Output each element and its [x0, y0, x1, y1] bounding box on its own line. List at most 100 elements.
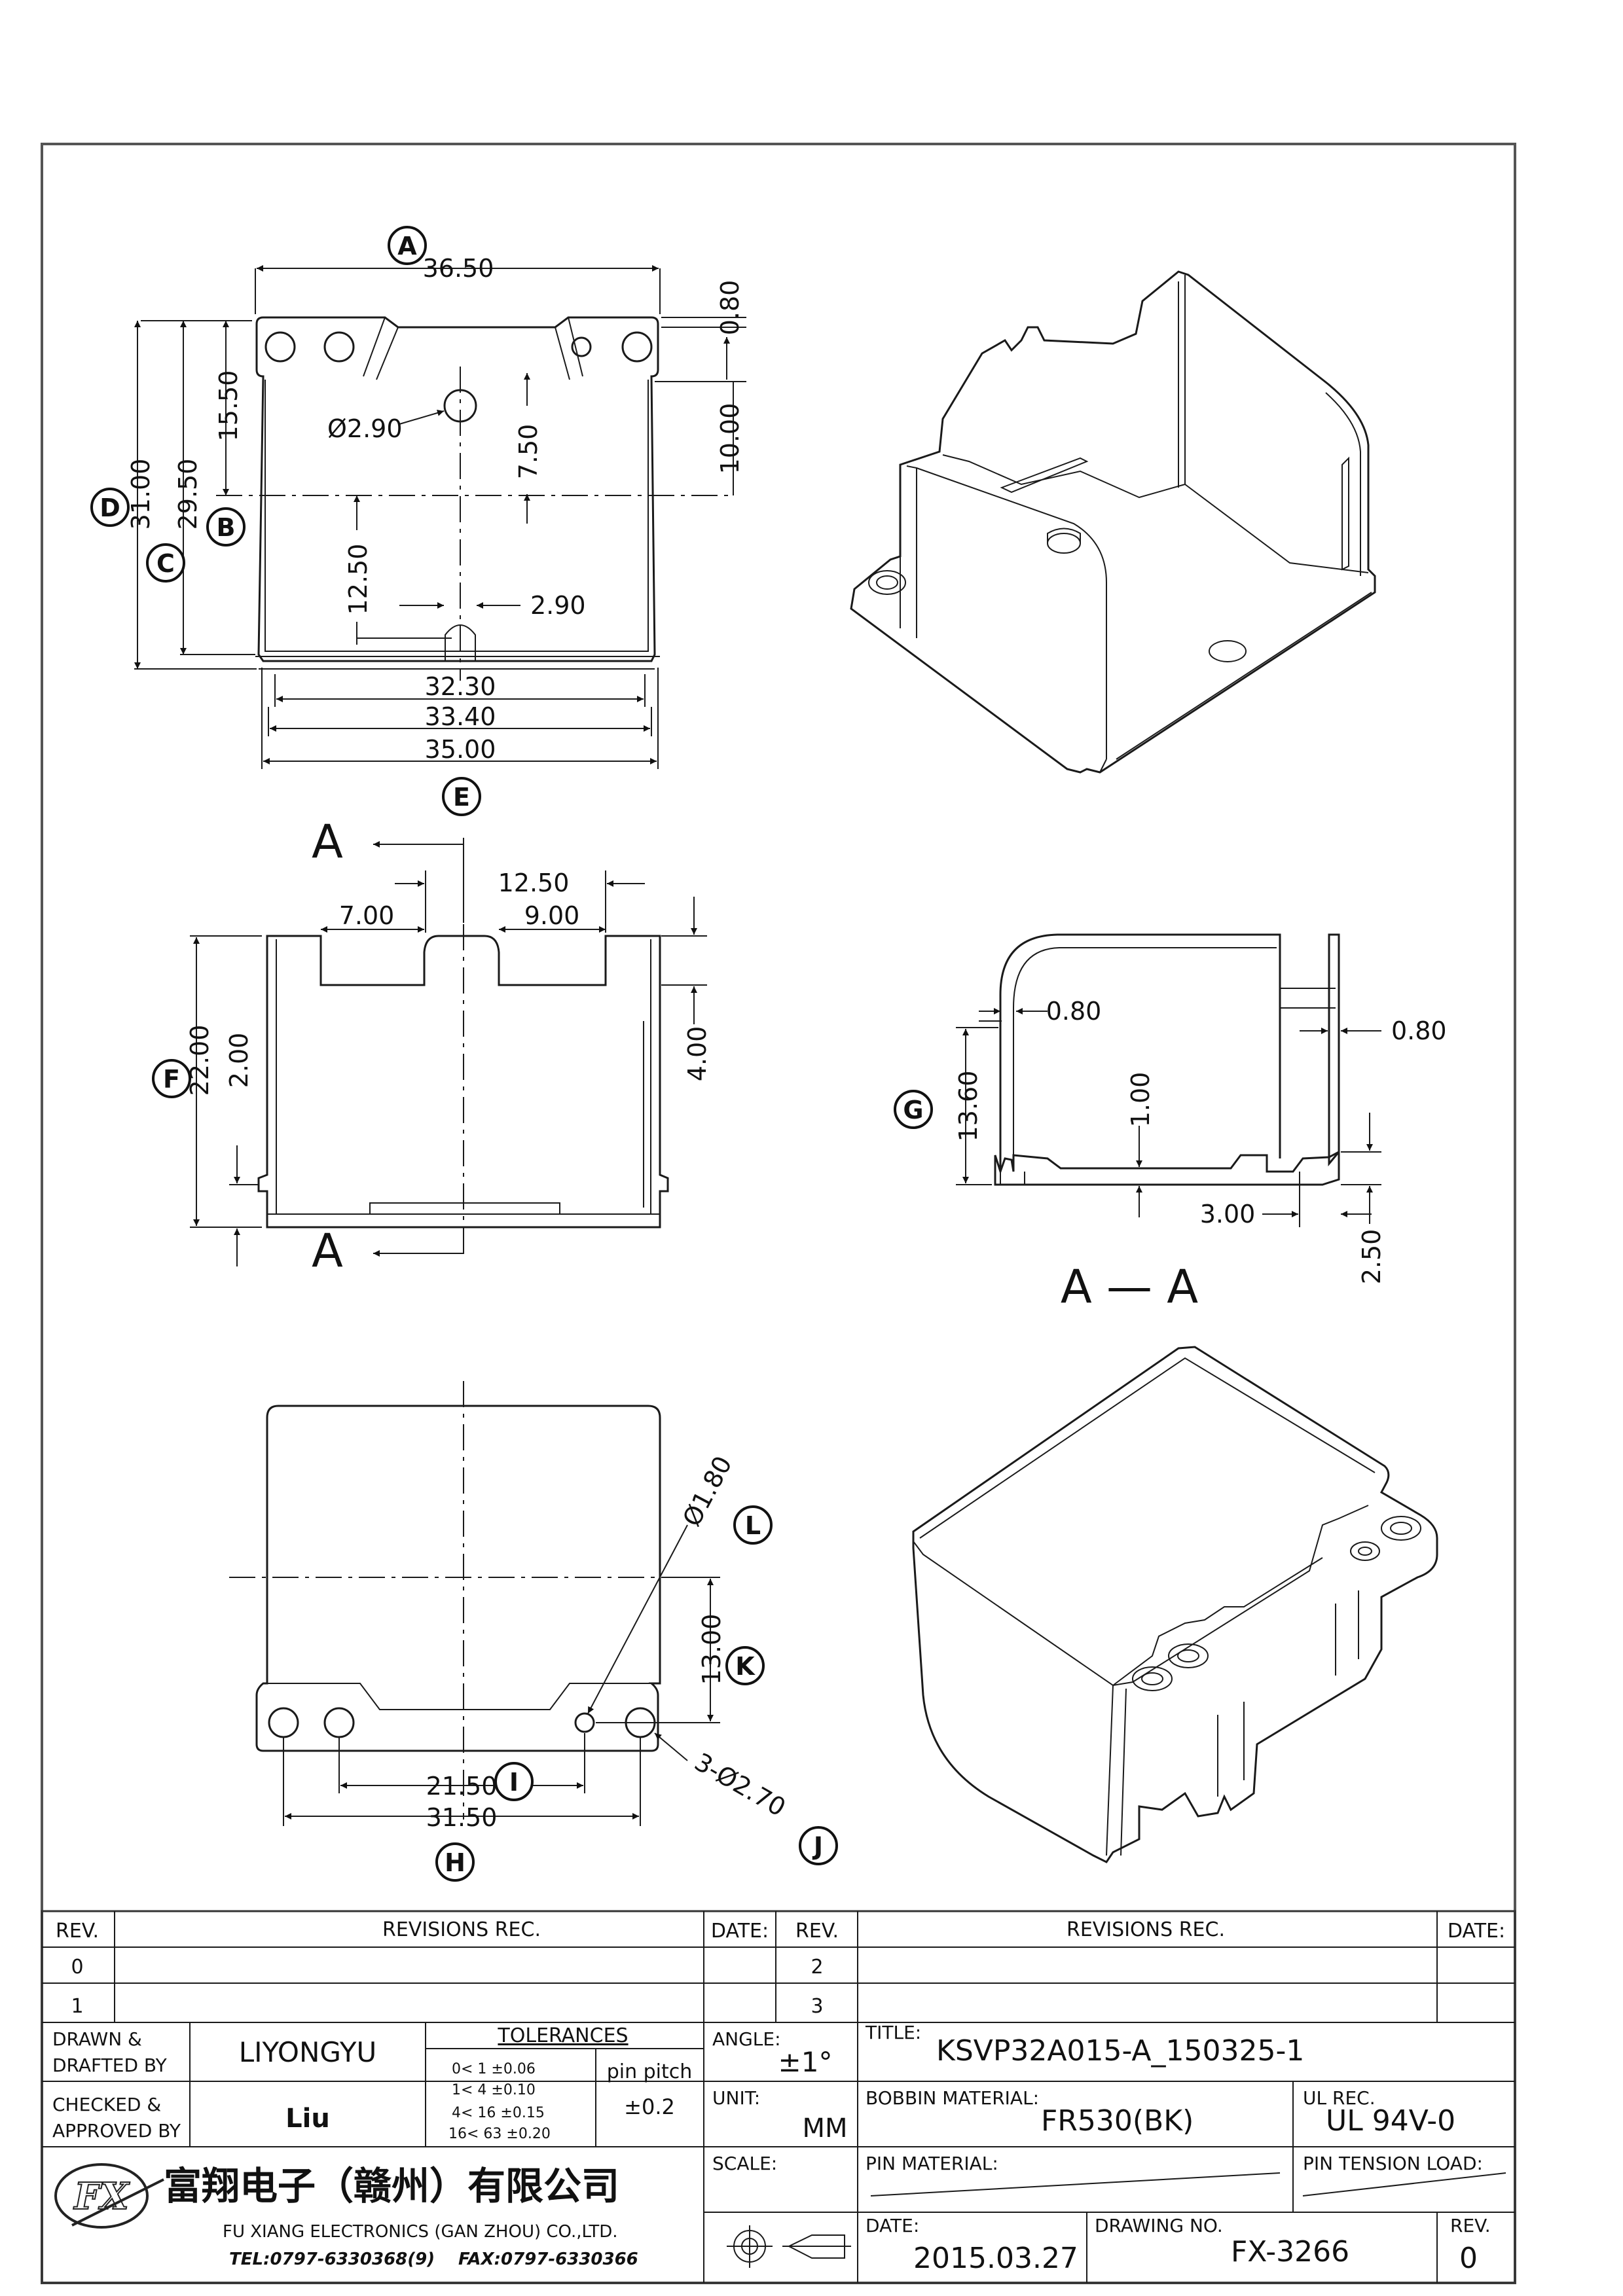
dim-bottom-pin-dia: Ø1.80 — [677, 1451, 738, 1531]
dim-section-0-80-left: 0.80 — [1046, 997, 1102, 1026]
dim-section-0-80-right: 0.80 — [1391, 1016, 1447, 1045]
balloon-b: B — [206, 507, 246, 547]
bottom-view-dimensions: 13.00 Ø1.80 3-Ø2.70 21.50 31.50 — [283, 1451, 791, 1832]
section-title: A — A — [1061, 1260, 1198, 1314]
rev-row-1: 1 — [71, 1995, 83, 2018]
dim-section-1-00: 1.00 — [1126, 1072, 1155, 1128]
checked-label-2: APPROVED BY — [52, 2120, 181, 2142]
pin-pitch-label: pin pitch — [607, 2060, 693, 2083]
dim-flange-thickness: 0.80 — [716, 280, 744, 336]
balloon-l: L — [733, 1505, 773, 1545]
bobbin-material-label: BOBBIN MATERIAL: — [866, 2087, 1039, 2109]
rev-row-2: 2 — [811, 1956, 823, 1979]
drawing-no-label: DRAWING NO. — [1095, 2215, 1223, 2236]
dim-front-7-00: 7.00 — [339, 901, 395, 930]
projection-symbol — [727, 2225, 851, 2268]
title-value: KSVP32A015-A_150325-1 — [936, 2034, 1304, 2068]
front-view: A A — [257, 815, 669, 1278]
company-fax: FAX:0797-6330366 — [458, 2250, 638, 2269]
dim-33-40: 33.40 — [425, 702, 496, 731]
balloon-labels: A D B C E F G L K I J H — [90, 226, 933, 1882]
unit-label: UNIT: — [712, 2087, 760, 2109]
svg-text:G: G — [903, 1096, 923, 1124]
tol-row-1: 0< 1 ±0.06 — [452, 2061, 536, 2077]
rev-label: REV. — [1450, 2215, 1491, 2236]
tol-row-3: 4< 16 ±0.15 — [452, 2105, 545, 2121]
title-label: TITLE: — [865, 2022, 921, 2043]
balloon-h: H — [435, 1842, 475, 1882]
drawn-label-1: DRAWN & — [52, 2028, 142, 2050]
dim-29-50: 29.50 — [173, 459, 202, 530]
angle-value: ±1° — [778, 2046, 833, 2078]
rev-value: 0 — [1459, 2242, 1478, 2275]
balloon-j: J — [799, 1826, 838, 1865]
balloon-a: A — [388, 226, 427, 265]
balloon-g: G — [894, 1090, 933, 1129]
dim-section-13-60: 13.60 — [954, 1071, 983, 1142]
svg-text:C: C — [156, 549, 175, 578]
iso-view-bottom — [912, 1346, 1438, 1863]
ul-rec-label: UL REC. — [1303, 2087, 1376, 2109]
dim-front-2-00: 2.00 — [225, 1033, 253, 1088]
drawing-no-value: FX-3266 — [1231, 2235, 1349, 2269]
section-mark-top: A — [312, 815, 343, 869]
company-logo: FX — [54, 2163, 164, 2229]
dim-front-4-00: 4.00 — [683, 1026, 712, 1082]
front-view-dimensions: 12.50 7.00 9.00 4.00 22.00 2.00 — [185, 869, 712, 1266]
section-view — [994, 933, 1340, 1186]
revisions-header-left: REVISIONS REC. — [382, 1918, 541, 1941]
company-name-en: FU XIANG ELECTRONICS (GAN ZHOU) CO.,LTD. — [223, 2222, 618, 2242]
dim-15-50: 15.50 — [214, 370, 243, 442]
dim-32-30: 32.30 — [425, 672, 496, 701]
section-view-dimensions: 0.80 0.80 13.60 1.00 3.00 2.50 A — A — [954, 997, 1447, 1314]
unit-value: MM — [802, 2113, 847, 2144]
dim-bottom-13-00: 13.00 — [697, 1614, 726, 1685]
date-header-right: DATE: — [1448, 1920, 1505, 1943]
dim-top-width: 36.50 — [423, 254, 494, 283]
svg-text:F: F — [163, 1065, 180, 1094]
svg-text:E: E — [453, 783, 470, 812]
top-view — [216, 316, 733, 681]
dim-front-9-00: 9.00 — [524, 901, 580, 930]
title-block: REV. REVISIONS REC. DATE: REV. REVISIONS… — [41, 1910, 1516, 2284]
svg-text:J: J — [812, 1832, 823, 1861]
balloon-d: D — [90, 488, 130, 527]
scale-label: SCALE: — [712, 2153, 777, 2174]
dim-bottom-holes: 3-Ø2.70 — [690, 1748, 791, 1822]
company-name-cn: 富翔电子（赣州）有限公司 — [164, 2164, 619, 2208]
balloon-k: K — [725, 1646, 765, 1685]
balloon-f: F — [152, 1059, 191, 1098]
rev-row-3: 3 — [811, 1995, 823, 2018]
ul-rec-value: UL 94V-0 — [1326, 2104, 1455, 2138]
section-mark-bottom: A — [312, 1224, 343, 1278]
svg-text:I: I — [509, 1768, 519, 1797]
iso-view-top — [850, 270, 1376, 774]
rev-header-right: REV. — [795, 1920, 839, 1943]
svg-text:B: B — [217, 513, 236, 542]
svg-text:D: D — [100, 493, 120, 522]
balloon-i: I — [494, 1762, 534, 1801]
balloon-e: E — [442, 777, 481, 816]
date-header-left: DATE: — [711, 1920, 769, 1943]
checked-label-1: CHECKED & — [52, 2094, 161, 2115]
pin-material-label: PIN MATERIAL: — [866, 2153, 998, 2174]
dim-7-50: 7.50 — [514, 424, 543, 480]
dim-front-12-50: 12.50 — [498, 869, 570, 897]
svg-text:K: K — [735, 1652, 756, 1681]
revisions-header-right: REVISIONS REC. — [1067, 1918, 1225, 1941]
dim-hole-dia: Ø2.90 — [327, 414, 403, 443]
top-view-dimensions: 36.50 0.80 10.00 7.50 Ø2.90 29.50 31.00 … — [126, 254, 746, 769]
company-tel: TEL:0797-6330368(9) — [229, 2250, 435, 2269]
pin-tension-label: PIN TENSION LOAD: — [1303, 2153, 1483, 2174]
bottom-view — [229, 1381, 714, 1820]
approved-by: Liu — [285, 2104, 330, 2134]
tol-row-2: 1< 4 ±0.10 — [452, 2082, 536, 2098]
tol-row-4: 16< 63 ±0.20 — [448, 2126, 551, 2142]
drawn-label-2: DRAFTED BY — [52, 2054, 168, 2076]
dim-31-00: 31.00 — [126, 459, 155, 530]
svg-text:H: H — [445, 1848, 465, 1877]
dim-35-00: 35.00 — [425, 735, 496, 764]
rev-header-left: REV. — [56, 1920, 99, 1943]
angle-label: ANGLE: — [712, 2028, 781, 2050]
